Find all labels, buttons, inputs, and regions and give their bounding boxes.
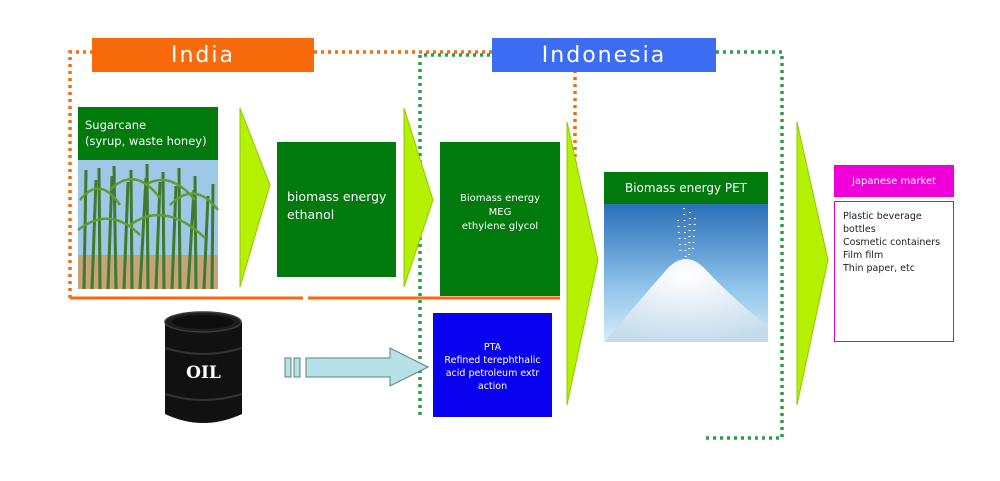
india-label: India (171, 42, 235, 68)
indonesia-banner: Indonesia (492, 38, 716, 72)
oil-arrow-tail-1 (284, 357, 292, 378)
pta-box: PTA Refined terephthalic acid petroleum … (433, 313, 552, 417)
market-item-5: Thin paper, etc (843, 263, 915, 274)
pet-powder-photo (604, 204, 768, 342)
sugarcane-box: Sugarcane (syrup, waste honey) (78, 107, 218, 160)
indonesia-label: Indonesia (541, 42, 667, 68)
oil-label: OIL (186, 363, 221, 383)
meg-line-2: MEG (488, 207, 512, 218)
oil-arrow (305, 347, 430, 387)
market-item-4: Film film (843, 250, 884, 261)
meg-line-3: ethylene glycol (461, 221, 539, 232)
meg-line-1: Biomass energy (459, 193, 541, 204)
flow-arrow-3 (566, 121, 599, 406)
market-title: Japanese market (834, 165, 954, 197)
market-item-2: bottles (843, 224, 876, 235)
meg-box: Biomass energy MEG ethylene glycol (440, 142, 560, 296)
ethanol-box: biomass energy ethanol (277, 142, 396, 277)
market-item-1: Plastic beverage (843, 211, 922, 222)
pta-line-1: PTA (483, 342, 502, 353)
oil-arrow-tail-2 (293, 357, 301, 378)
flow-arrow-1 (239, 107, 271, 288)
indonesia-dotted-frame (418, 50, 784, 440)
pta-line-4: action (477, 381, 508, 392)
ethanol-line-1: biomass energy (287, 189, 387, 204)
flow-arrow-2 (403, 107, 434, 288)
india-banner: India (92, 38, 314, 72)
market-list: Plastic beverage bottles Cosmetic contai… (834, 201, 954, 342)
pet-label: Biomass energy PET (604, 172, 768, 204)
pta-line-2: Refined terephthalic (444, 355, 541, 366)
sugarcane-photo (77, 160, 219, 290)
sugarcane-line-1: Sugarcane (85, 118, 147, 132)
sugarcane-line-2: (syrup, waste honey) (85, 134, 207, 148)
oil-barrel-icon (164, 311, 243, 423)
market-item-3: Cosmetic containers (843, 237, 941, 248)
ethanol-line-2: ethanol (287, 207, 335, 222)
flow-arrow-4 (796, 121, 829, 406)
pta-line-3: acid petroleum extr (445, 368, 540, 379)
